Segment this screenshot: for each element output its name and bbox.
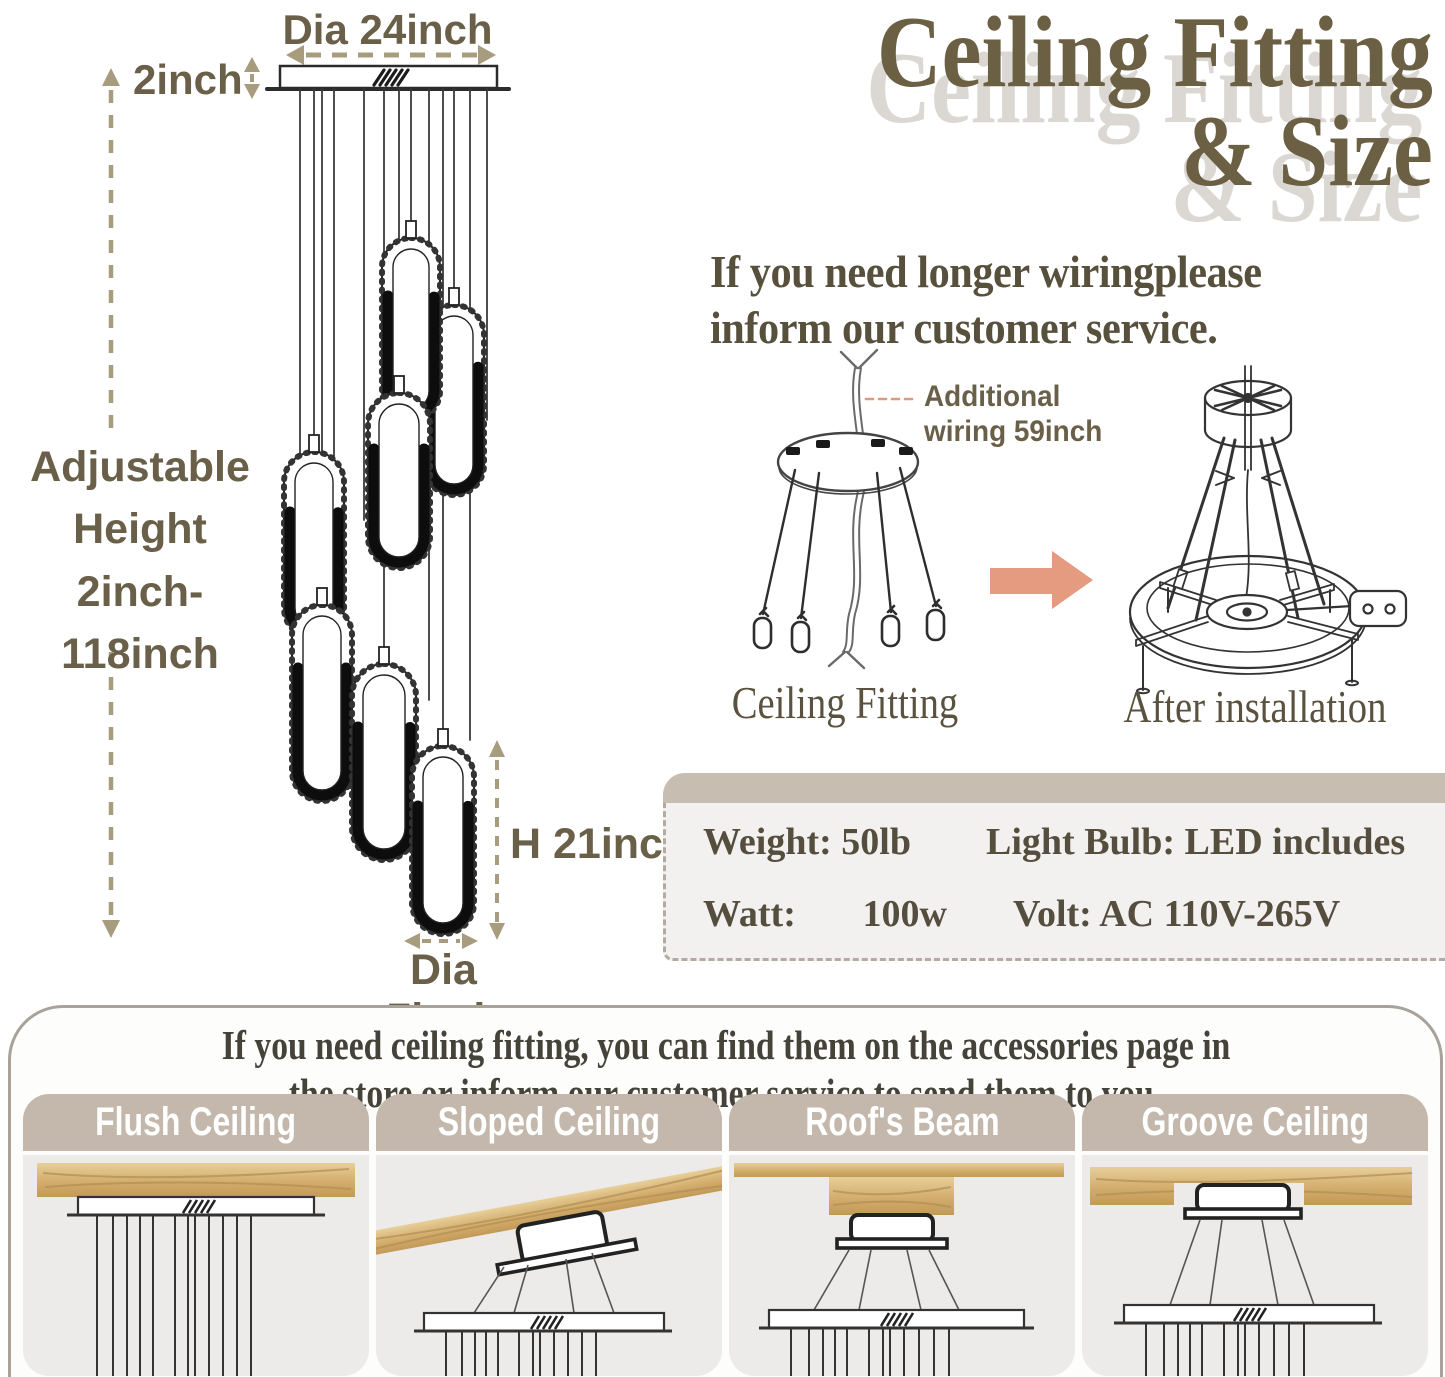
after-installation-caption: After installation (1123, 681, 1387, 732)
panel-flush-ceiling-header: Flush Ceiling (23, 1094, 369, 1151)
accessories-section: If you need ceiling fitting, you can fin… (8, 1005, 1443, 1377)
panel-groove-ceiling-header: Groove Ceiling (1082, 1094, 1428, 1151)
spec-bulb: Light Bulb: LED includes (986, 821, 1406, 863)
spec-weight: Weight: 50lb (703, 821, 911, 863)
crystal-rings (281, 220, 487, 937)
after-installation-drawing (1128, 365, 1408, 695)
plate-hatch-icon (372, 68, 410, 87)
dia24-arrow-icon (286, 45, 496, 65)
page-title: Ceiling Fitting & Size (876, 0, 1433, 208)
ceiling-fitting-drawing (752, 348, 946, 670)
spec-watt: Watt: 100w (703, 893, 947, 935)
accessories-note: If you need ceiling fitting, you can fin… (221, 1022, 1230, 1117)
spec-box-topbar (663, 773, 1445, 803)
adjustable-height-arrow-icon (102, 68, 120, 938)
dimension-arrows (102, 45, 505, 949)
installation-panels: Flush Ceiling (23, 1094, 1428, 1376)
sloped-ceiling-drawing (376, 1163, 722, 1376)
pendant-height-arrow-icon (489, 740, 505, 940)
pendant-dia-arrow-icon (404, 933, 478, 949)
panel-roofs-beam-header: Roof's Beam (729, 1094, 1075, 1151)
pendant-height-label: H 21inch (510, 820, 690, 868)
additional-wiring-annotation: Additional wiring 59inch (924, 380, 1103, 448)
panel-roofs-beam: Roof's Beam (729, 1094, 1075, 1376)
adjustable-height-label: Adjustable Height 2inch-118inch (30, 443, 250, 679)
wiring-note: If you need longer wiringplease inform o… (710, 246, 1262, 354)
panel-sloped-ceiling: Sloped Ceiling (376, 1094, 722, 1376)
ceiling-fitting-caption: Ceiling Fitting (731, 677, 959, 728)
arrow-right-icon (990, 551, 1093, 609)
canopy-thickness-label: 2inch (133, 56, 243, 103)
chandelier-drawing (265, 64, 511, 937)
panel-flush-ceiling: Flush Ceiling (23, 1094, 369, 1376)
spec-box: Weight: 50lb Light Bulb: LED includes Wa… (663, 773, 1445, 961)
flush-ceiling-drawing (37, 1163, 355, 1376)
panel-sloped-ceiling-header: Sloped Ceiling (376, 1094, 722, 1151)
groove-ceiling-drawing (1090, 1167, 1413, 1376)
spec-volt: Volt: AC 110V-265V (1013, 893, 1341, 935)
thickness-arrow-icon (244, 57, 260, 99)
roofs-beam-drawing (734, 1163, 1064, 1376)
canopy-diameter-label: Dia 24inch (282, 6, 493, 53)
panel-groove-ceiling: Groove Ceiling (1082, 1094, 1428, 1376)
